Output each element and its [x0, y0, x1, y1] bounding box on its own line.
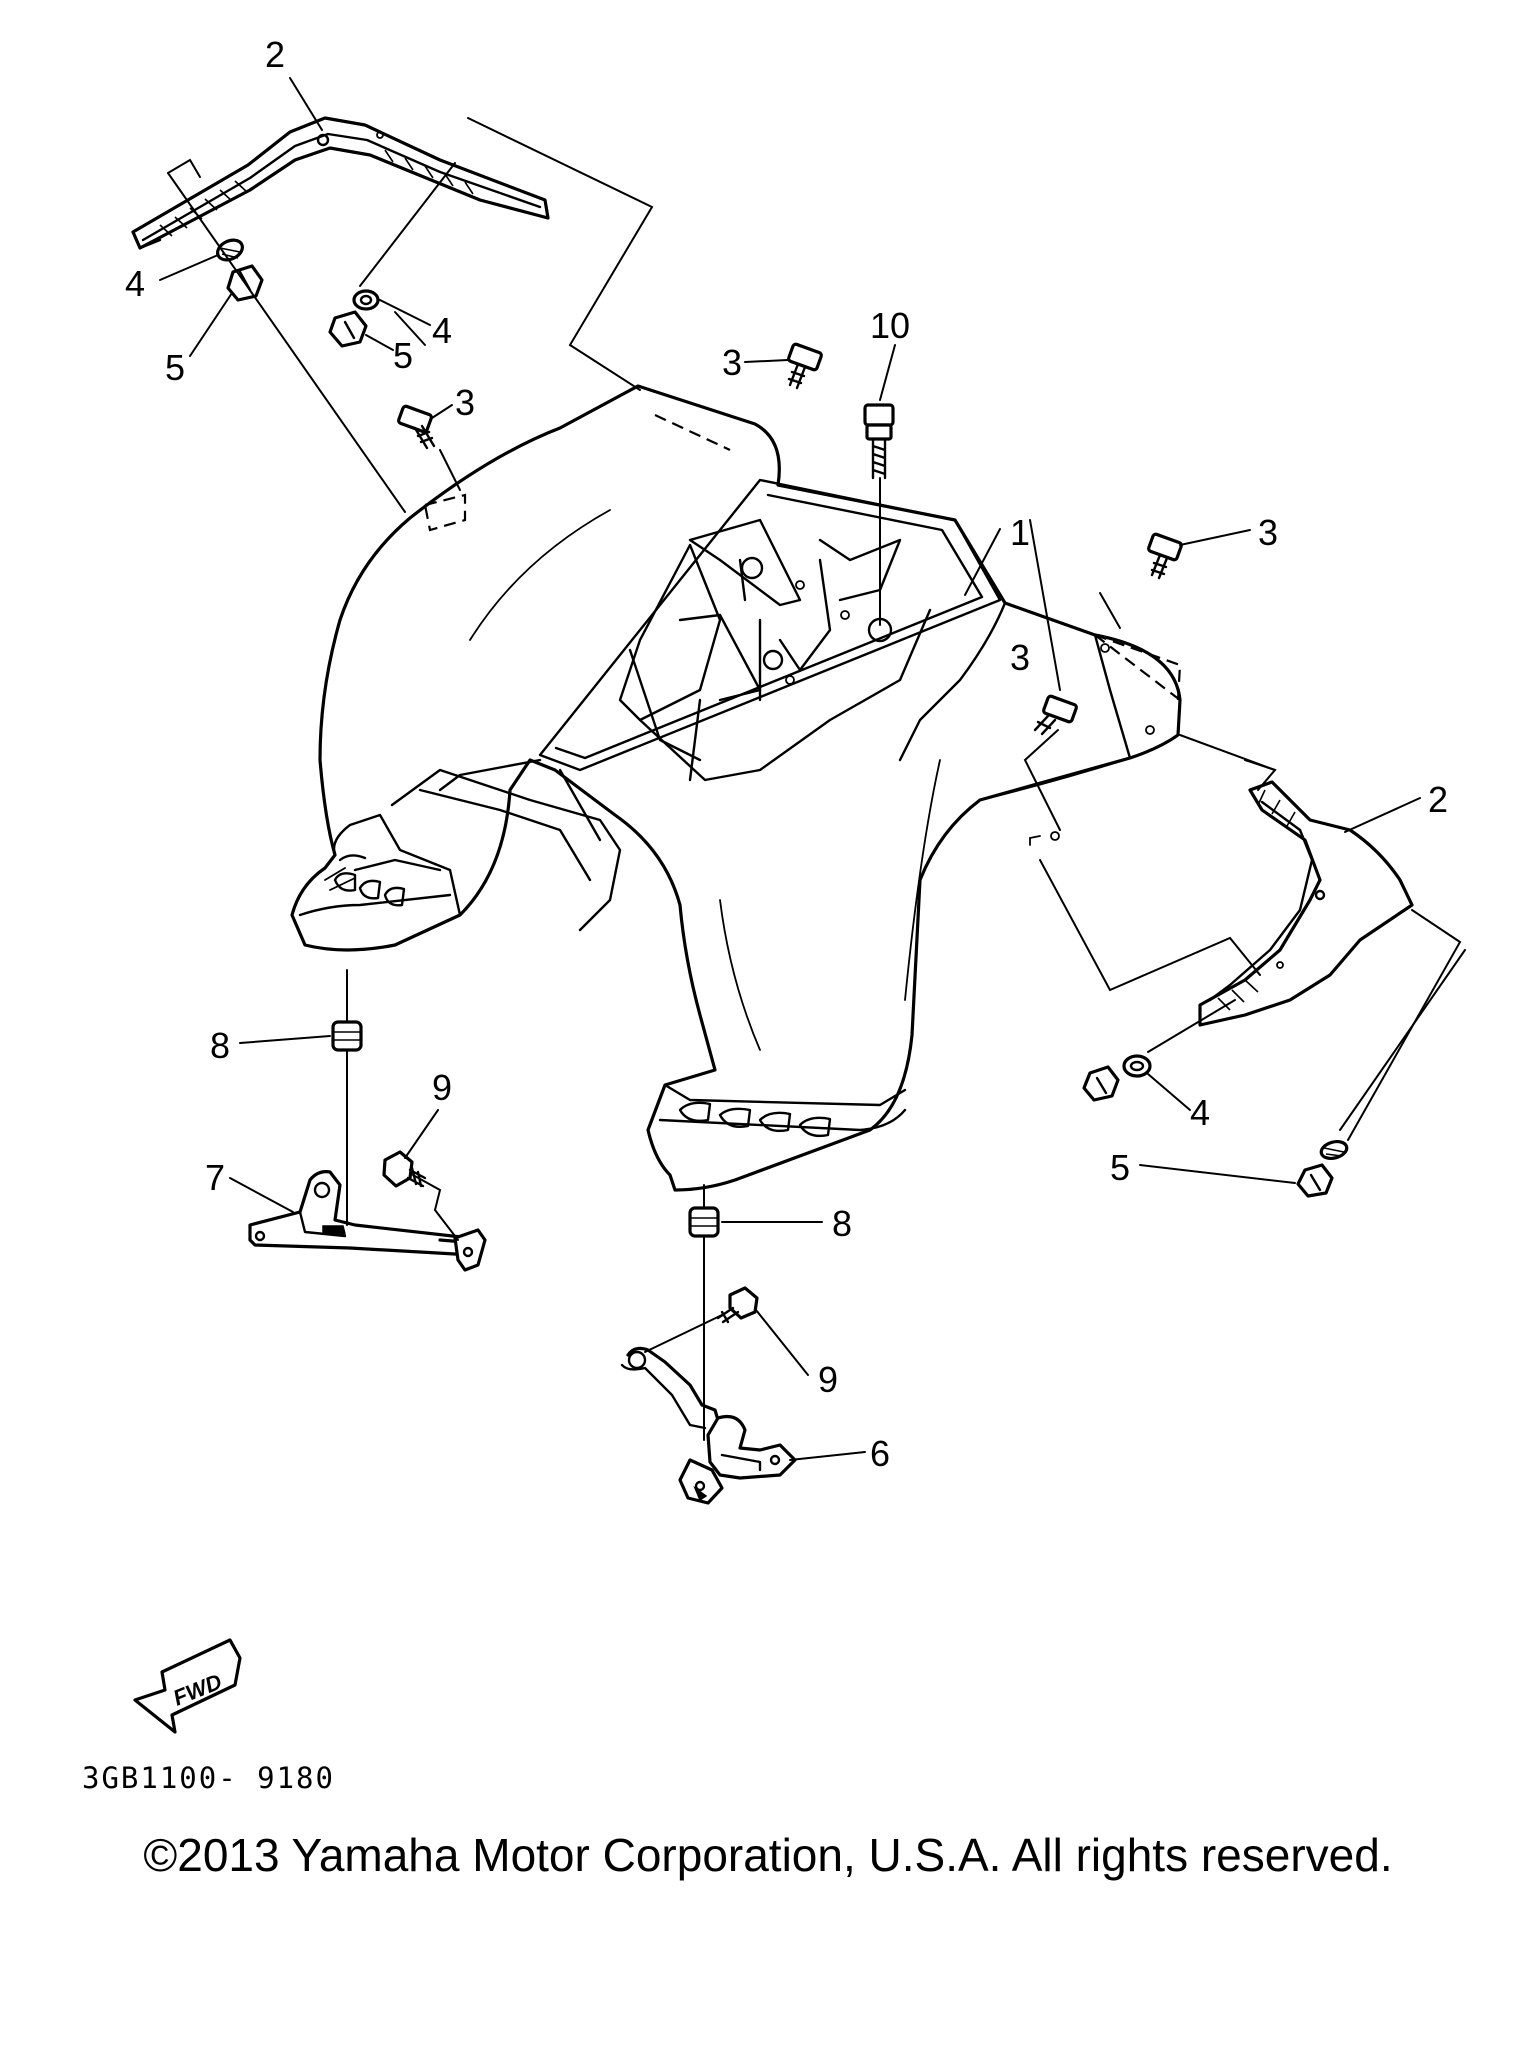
mud-flap-strip-right — [1198, 780, 1414, 1027]
callout-6: 6 — [870, 1433, 890, 1474]
nut-5-far-right — [1296, 1163, 1334, 1198]
callout-8-left: 8 — [210, 1025, 230, 1066]
washer-4-right — [1122, 1054, 1152, 1078]
callout-9-right: 9 — [818, 1359, 838, 1400]
forward-direction-arrow: FWD — [133, 1638, 242, 1734]
bracket-left — [248, 1170, 487, 1272]
callout-labels: 1 2 2 3 3 3 3 4 4 4 5 5 5 6 7 8 8 9 9 10 — [125, 34, 1448, 1474]
bolt-10 — [863, 403, 895, 480]
washer-4-top-left — [216, 238, 244, 262]
drawing-code: 3GB1100- 9180 — [82, 1761, 335, 1795]
callout-3-left: 3 — [455, 382, 475, 423]
bolt-3-right-mid — [1033, 694, 1078, 736]
callout-2-top: 2 — [265, 34, 285, 75]
bolt-9-left — [382, 1150, 427, 1188]
bolt-3-left — [397, 404, 436, 450]
nut-5-top-center — [328, 310, 368, 348]
callout-10: 10 — [870, 305, 910, 346]
callout-9-left: 9 — [432, 1067, 452, 1108]
callout-3-right-mid: 3 — [1010, 637, 1030, 678]
grommet-8-right — [688, 1206, 720, 1238]
callout-8-right: 8 — [832, 1203, 852, 1244]
bolt-3-top-center — [787, 342, 823, 390]
copyright-notice: ©2013 Yamaha Motor Corporation, U.S.A. A… — [143, 1829, 1393, 1881]
callout-1: 1 — [1010, 512, 1030, 553]
callout-5-right: 5 — [1110, 1147, 1130, 1188]
washer-4-far-right — [1319, 1139, 1349, 1161]
bracket-right — [620, 1346, 797, 1505]
callout-3-right-top: 3 — [1258, 512, 1278, 553]
callout-4-top-center: 4 — [432, 310, 452, 351]
callout-3-top: 3 — [722, 342, 742, 383]
nut-5-right — [1082, 1065, 1120, 1102]
grommet-8-left — [331, 1020, 363, 1052]
callout-5-top-center: 5 — [393, 335, 413, 376]
callout-7: 7 — [205, 1157, 225, 1198]
washer-4-top-center — [352, 289, 380, 311]
callout-2-right: 2 — [1428, 779, 1448, 820]
leader-lines — [159, 77, 1466, 1461]
callout-4-right: 4 — [1190, 1092, 1210, 1133]
bolt-9-right — [716, 1286, 759, 1324]
callout-4-top-left: 4 — [125, 263, 145, 304]
callout-5-top-left: 5 — [165, 347, 185, 388]
bolt-3-right-top — [1147, 532, 1183, 580]
mud-flap-strip-left — [131, 116, 550, 250]
front-fender-body — [290, 384, 1182, 1192]
